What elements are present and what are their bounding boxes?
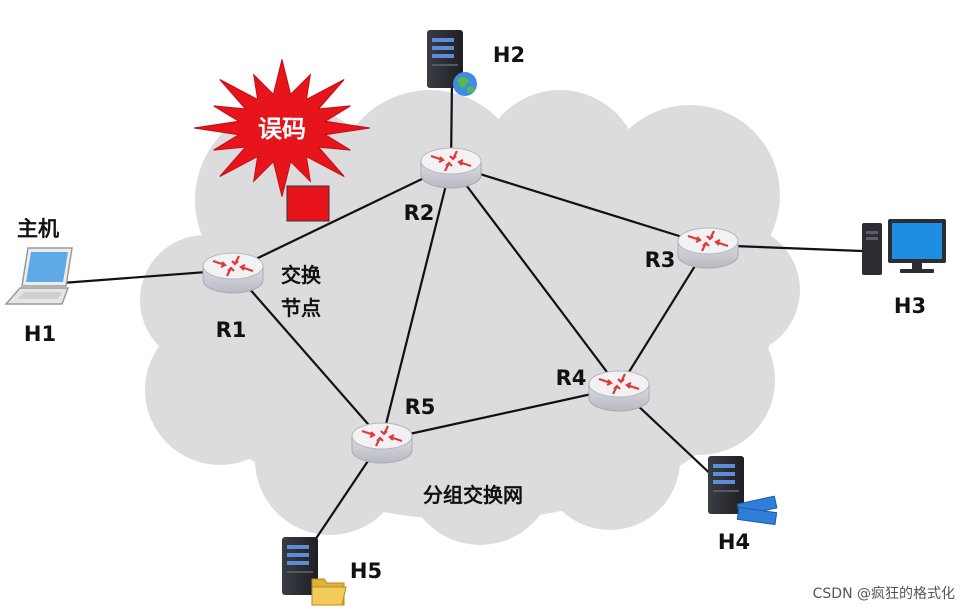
server-film-icon (708, 456, 778, 526)
router-icon-r3 (677, 227, 739, 269)
node-label-r3: R3 (645, 248, 676, 272)
server-globe-icon (427, 30, 477, 96)
bit-error-burst-icon: 误码 (193, 59, 371, 197)
laptop-icon (4, 247, 73, 305)
routers (202, 147, 739, 464)
desktop-computer-icon (862, 219, 946, 275)
switch-node-label-line2: 节点 (281, 296, 321, 320)
router-icon-r4 (588, 370, 650, 412)
switch-node-label-line1: 交换 (281, 263, 322, 287)
link-r4-r5 (381, 386, 620, 442)
node-label-h2: H2 (493, 43, 525, 67)
node-label-h4: H4 (718, 530, 750, 554)
link-r2-r4 (450, 164, 620, 389)
corrupted-packet-icon (286, 185, 330, 222)
link-r2-r5 (380, 164, 453, 441)
router-icon-r5 (351, 422, 413, 464)
router-icon-r2 (420, 147, 482, 189)
node-label-h1: H1 (24, 322, 56, 346)
node-label-h3: H3 (894, 294, 926, 318)
link-r3-r4 (618, 244, 709, 389)
node-label-r5: R5 (405, 395, 436, 419)
node-label-r4: R4 (556, 366, 587, 390)
link-r2-r3 (450, 163, 709, 247)
node-label-r2: R2 (404, 201, 435, 225)
router-icon-r1 (202, 252, 264, 294)
packet-switching-network-cloud (140, 90, 800, 545)
bit-error-label: 误码 (258, 115, 306, 143)
node-label-h5: H5 (350, 559, 382, 583)
link-r1-r2 (232, 164, 452, 271)
server-folder-icon (282, 537, 347, 606)
network-label: 分组交换网 (423, 483, 523, 507)
csdn-watermark: CSDN @疯狂的格式化 (813, 586, 955, 602)
node-label-r1: R1 (216, 318, 247, 342)
link-r1-r5 (232, 269, 383, 441)
host-label: 主机 (17, 217, 59, 241)
